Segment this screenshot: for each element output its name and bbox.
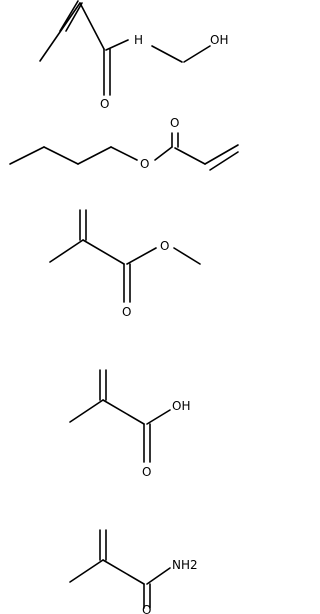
bond: [79, 2, 105, 50]
molecule-butyl-acrylate: O O: [9, 116, 239, 171]
atom-label-o-carbonyl: O: [122, 305, 131, 319]
molecule-n-methylol-methacrylamide: O H OH: [39, 0, 228, 111]
molecule-methacrylic-acid: O OH: [69, 369, 190, 479]
bond: [154, 146, 173, 161]
bond: [151, 45, 183, 63]
bond: [209, 151, 239, 171]
bond: [69, 399, 104, 423]
atom-label-o: O: [142, 465, 151, 479]
bond: [43, 146, 79, 165]
bond: [110, 146, 138, 161]
bond: [65, 2, 83, 32]
bond: [82, 239, 125, 265]
atom-label-o-ester: O: [160, 239, 169, 253]
bond: [183, 45, 211, 63]
atom-label-nh2: NH2: [172, 558, 198, 572]
atom-label-n: H: [134, 33, 143, 47]
molecule-methyl-methacrylate: O O: [49, 209, 201, 319]
bond: [49, 239, 84, 263]
bond: [105, 39, 129, 51]
bond: [102, 559, 145, 585]
bond: [173, 247, 201, 265]
bond: [69, 559, 104, 583]
atom-label-o-carbonyl: O: [170, 116, 179, 130]
bond: [102, 399, 145, 425]
bond: [146, 409, 171, 425]
atom-label-oh: OH: [210, 33, 228, 47]
molecule-methacrylamide: O NH2: [69, 529, 198, 614]
atom-label-o-ester: O: [140, 157, 149, 171]
bond: [204, 144, 239, 165]
bond: [77, 146, 112, 165]
chemical-structures-canvas: O H OH O O O O O: [9, 0, 239, 614]
atom-label-oh: OH: [172, 399, 190, 413]
bond: [174, 147, 206, 165]
bond: [126, 247, 157, 265]
atom-label-o: O: [142, 603, 151, 614]
atom-label-o: O: [100, 97, 109, 111]
bond: [146, 567, 171, 585]
bond: [59, 0, 79, 32]
bond: [39, 2, 81, 62]
bond: [9, 146, 45, 165]
